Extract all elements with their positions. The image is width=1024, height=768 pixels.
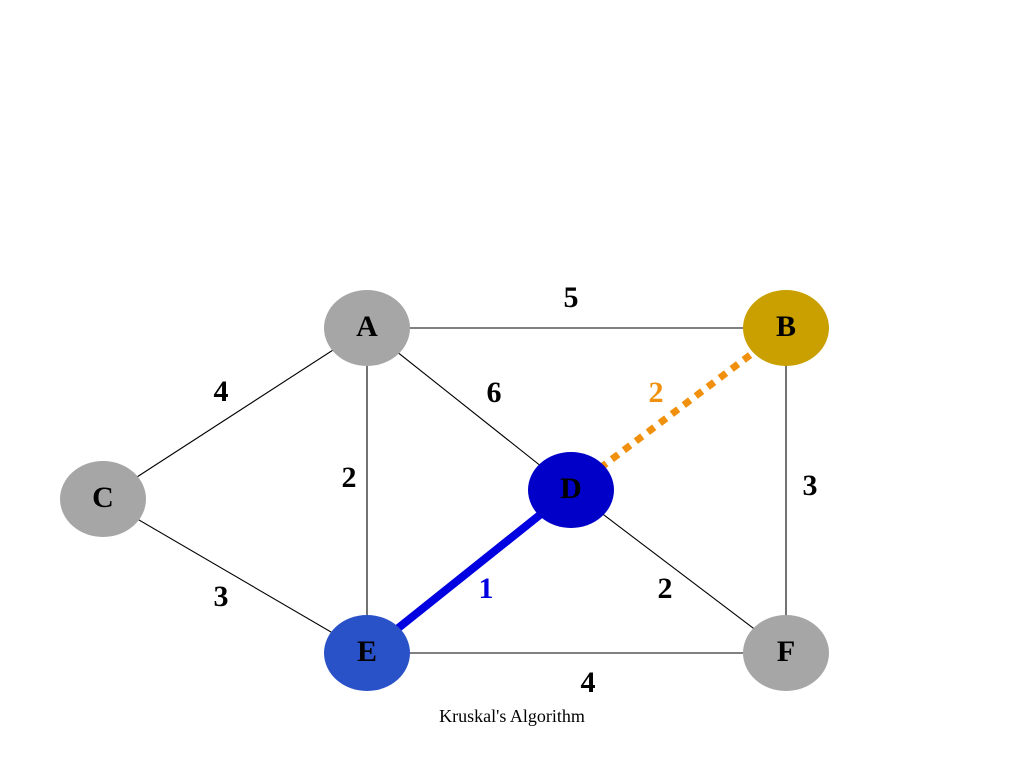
node-c: C xyxy=(60,461,146,537)
node-c-label: C xyxy=(92,481,114,514)
edge-weight-c-e: 3 xyxy=(214,580,229,613)
node-a-circle xyxy=(324,290,410,366)
edge-d-e xyxy=(364,486,574,657)
node-d: D xyxy=(528,452,614,528)
edge-c-e xyxy=(102,498,368,654)
edge-a-c xyxy=(102,327,368,500)
node-b-label: B xyxy=(776,310,796,343)
edge-weight-b-f: 3 xyxy=(803,469,818,502)
nodes-layer: A B C D E F xyxy=(60,290,829,691)
node-a-label: A xyxy=(356,310,378,343)
node-b: B xyxy=(743,290,829,366)
edge-d-f xyxy=(570,489,787,654)
node-d-circle xyxy=(528,452,614,528)
edge-labels-layer: 5 4 6 2 3 2 3 1 2 4 xyxy=(214,281,818,699)
edge-weight-a-e: 2 xyxy=(342,461,357,494)
edge-weight-e-f: 4 xyxy=(581,666,596,699)
node-f-label: F xyxy=(777,635,795,668)
node-e-circle xyxy=(324,615,410,691)
node-d-label: D xyxy=(560,472,582,505)
edge-weight-d-f: 2 xyxy=(658,572,673,605)
edge-weight-d-e: 1 xyxy=(479,572,494,605)
node-e: E xyxy=(324,615,410,691)
edge-weight-a-c: 4 xyxy=(214,375,229,408)
edges-layer xyxy=(102,325,789,657)
node-a: A xyxy=(324,290,410,366)
node-e-label: E xyxy=(357,635,377,668)
node-b-circle xyxy=(743,290,829,366)
diagram-caption: Kruskal's Algorithm xyxy=(439,706,585,726)
node-f-circle xyxy=(743,615,829,691)
edge-weight-a-d: 6 xyxy=(487,376,502,409)
edge-weight-a-b: 5 xyxy=(564,281,579,314)
edge-a-d xyxy=(366,327,572,491)
node-f: F xyxy=(743,615,829,691)
node-c-circle xyxy=(60,461,146,537)
edge-weight-b-d: 2 xyxy=(649,376,664,409)
